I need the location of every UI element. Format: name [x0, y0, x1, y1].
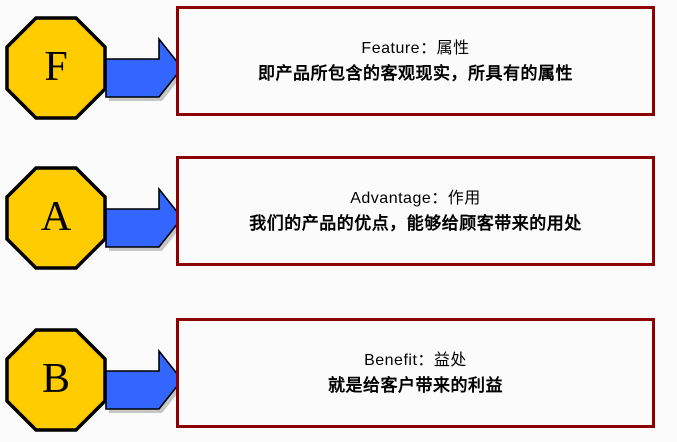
arrow-connector-b — [100, 342, 184, 418]
box-description-advantage: 我们的产品的优点，能够给顾客带来的用处 — [249, 213, 582, 233]
octagon-icon — [5, 166, 107, 270]
arrow-connector-f — [100, 30, 184, 106]
octagon-letter-a: A — [40, 194, 72, 240]
box-description-feature: 即产品所包含的客观现实，所具有的属性 — [258, 63, 573, 83]
octagon-shape-a[interactable]: A — [5, 166, 107, 270]
octagon-icon — [5, 16, 107, 120]
octagon-icon — [5, 328, 107, 432]
arrow-connector-a — [100, 180, 184, 256]
description-box-benefit: Benefit：益处 就是给客户带来的利益 — [176, 318, 655, 428]
octagon-letter-b: B — [41, 356, 70, 402]
box-title-advantage: Advantage：作用 — [350, 189, 481, 207]
box-title-benefit: Benefit：益处 — [364, 351, 467, 369]
diagram-row-feature: F Feature：属性 即产品所包含的客观现实，所具有的属性 — [0, 0, 677, 120]
right-arrow-icon — [105, 186, 184, 251]
octagon-shape-f[interactable]: F — [5, 16, 107, 120]
box-title-feature: Feature：属性 — [361, 39, 470, 57]
diagram-row-advantage: A Advantage：作用 我们的产品的优点，能够给顾客带来的用处 — [0, 150, 677, 270]
description-box-feature: Feature：属性 即产品所包含的客观现实，所具有的属性 — [176, 6, 655, 116]
octagon-letter-f: F — [44, 44, 68, 90]
box-description-benefit: 就是给客户带来的利益 — [328, 375, 503, 395]
diagram-row-benefit: B Benefit：益处 就是给客户带来的利益 — [0, 312, 677, 432]
description-box-advantage: Advantage：作用 我们的产品的优点，能够给顾客带来的用处 — [176, 156, 655, 266]
octagon-shape-b[interactable]: B — [5, 328, 107, 432]
right-arrow-icon — [105, 36, 184, 101]
right-arrow-icon — [105, 348, 184, 413]
